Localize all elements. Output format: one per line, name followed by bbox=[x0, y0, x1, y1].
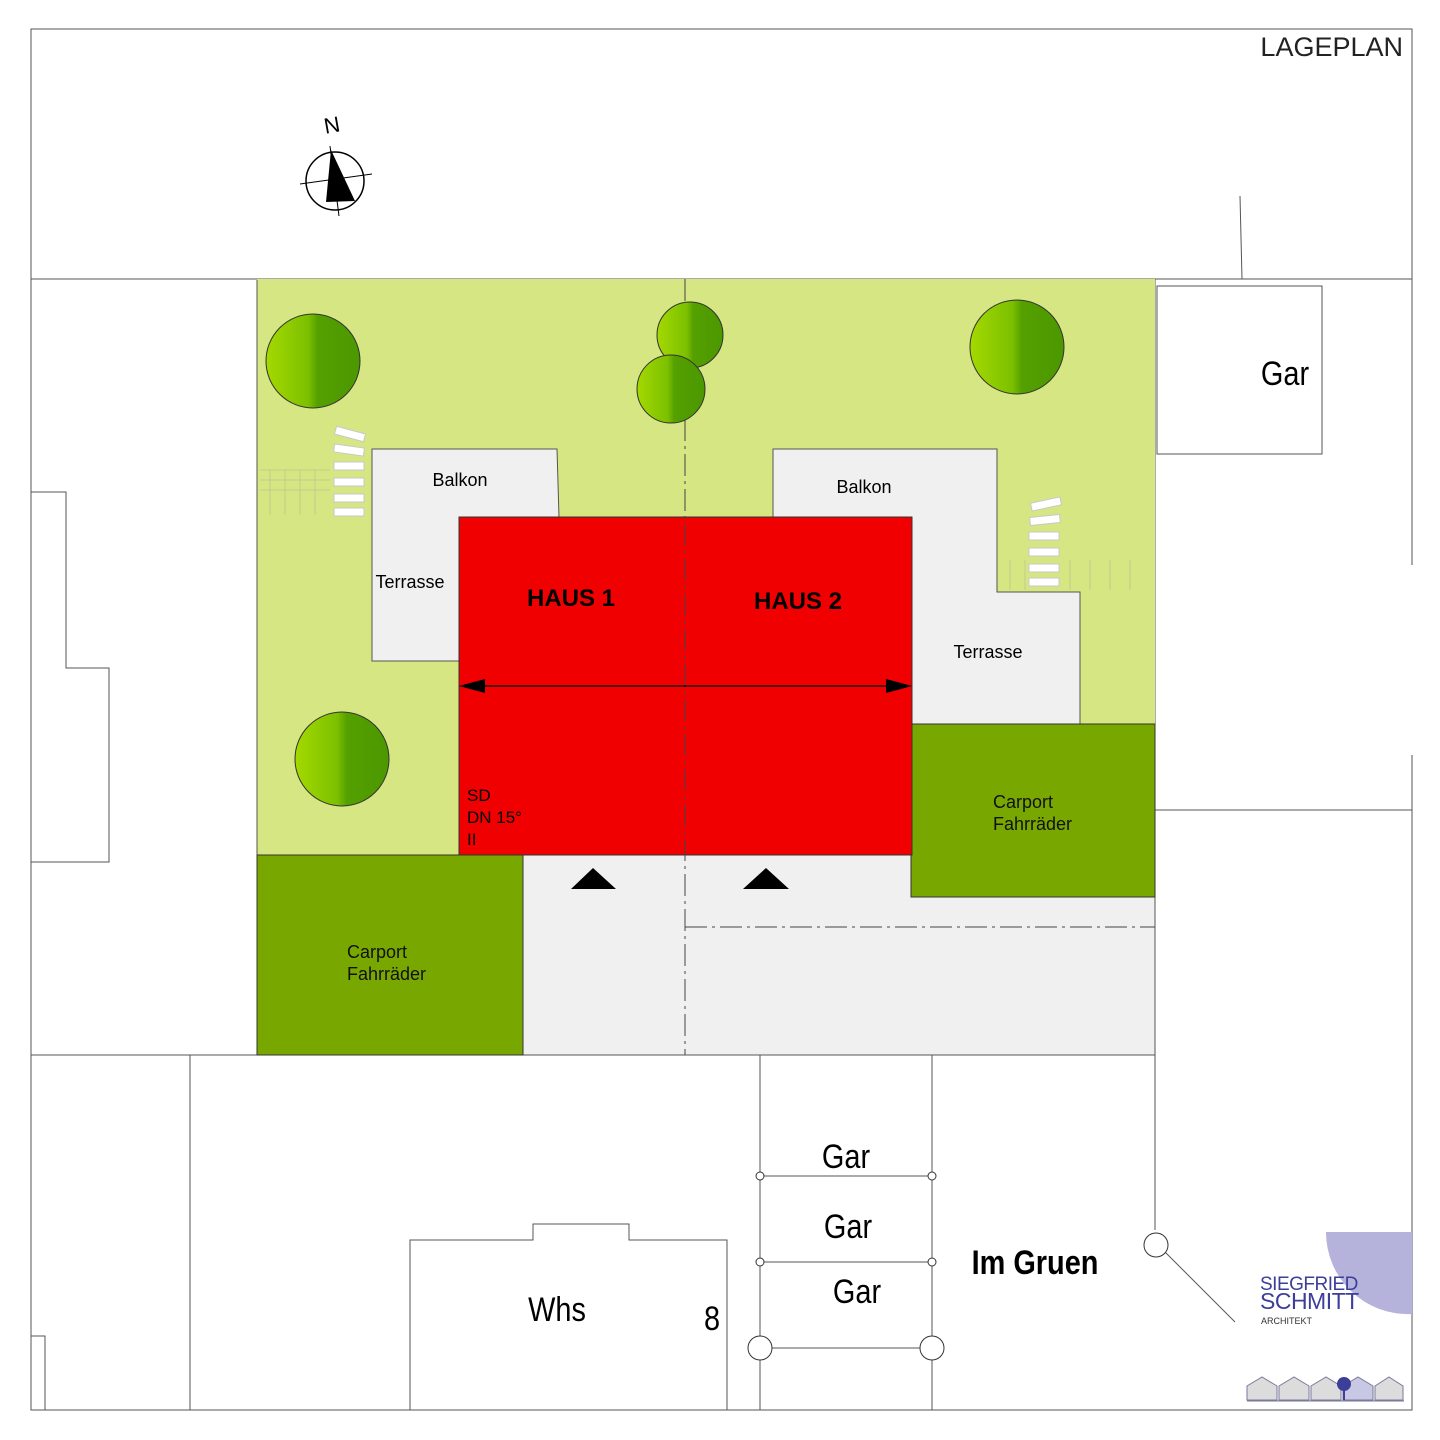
carport-right-label: Carport bbox=[993, 792, 1053, 812]
garage-label: Gar bbox=[833, 1272, 881, 1311]
steps bbox=[333, 425, 1063, 587]
garage-label: Gar bbox=[822, 1137, 870, 1176]
north-arrow-icon: N bbox=[299, 111, 373, 217]
balkon-right-label: Balkon bbox=[836, 477, 891, 497]
carport-left-label: Carport bbox=[347, 942, 407, 962]
tree-icon bbox=[294, 711, 390, 807]
boundary-dashdot bbox=[684, 279, 1155, 1055]
architect-last-name: SCHMITT bbox=[1260, 1288, 1359, 1314]
haus1-label: HAUS 1 bbox=[527, 585, 615, 612]
terrasse-right-label: Terrasse bbox=[953, 642, 1022, 662]
house-number-label: 8 bbox=[704, 1299, 720, 1338]
balkon-left-label: Balkon bbox=[432, 470, 487, 490]
carport-left-sublabel: Fahrräder bbox=[347, 964, 426, 984]
street-name-label: Im Gruen bbox=[972, 1243, 1099, 1282]
carport-left bbox=[256, 854, 524, 1056]
trees bbox=[265, 299, 1065, 807]
architect-logo: SIEGFRIED SCHMITT ARCHITEKT bbox=[1246, 1232, 1412, 1402]
roof-pitch-label: DN 15° bbox=[467, 808, 522, 827]
architect-first-name: SIEGFRIED bbox=[1260, 1274, 1358, 1295]
garage-label: Gar bbox=[1261, 354, 1309, 393]
tree-icon bbox=[636, 354, 706, 424]
residential-house-label: Whs bbox=[528, 1290, 586, 1329]
carport-right bbox=[910, 723, 1156, 898]
entrance-marker-haus1 bbox=[571, 868, 616, 889]
tree-icon bbox=[265, 313, 361, 409]
roof-type-label: SD bbox=[467, 786, 491, 805]
ridge-direction-arrow bbox=[459, 679, 912, 693]
entrance-marker-haus2 bbox=[743, 868, 789, 889]
houses-logo-icon bbox=[1246, 1376, 1404, 1402]
tree-icon bbox=[969, 299, 1065, 395]
garage-label: Gar bbox=[824, 1207, 872, 1246]
floors-label: II bbox=[467, 830, 476, 849]
architect-role: ARCHITEKT bbox=[1261, 1316, 1313, 1326]
terrasse-left-label: Terrasse bbox=[375, 572, 444, 592]
haus2-label: HAUS 2 bbox=[754, 588, 842, 615]
plan-title: LAGEPLAN bbox=[1260, 32, 1403, 62]
garage-posts bbox=[747, 1171, 1169, 1361]
carport-right-sublabel: Fahrräder bbox=[993, 814, 1072, 834]
north-label: N bbox=[322, 111, 342, 138]
